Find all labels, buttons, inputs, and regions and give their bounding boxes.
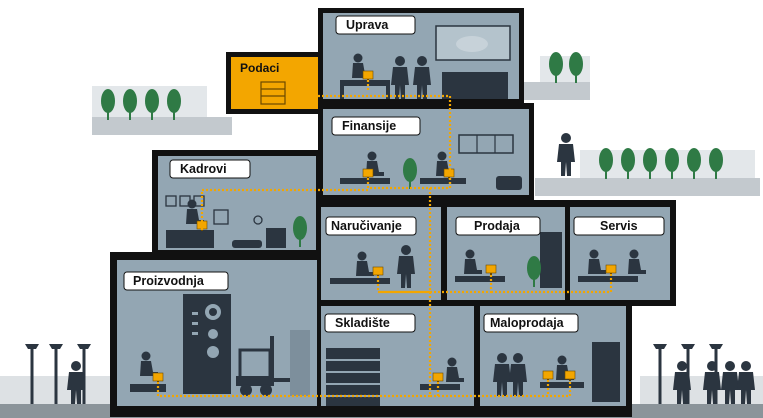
network-lines — [156, 80, 613, 398]
label-proizvodnja: Proizvodnja — [123, 271, 229, 291]
label-servis: Servis — [573, 216, 665, 236]
svg-text:Uprava: Uprava — [346, 18, 389, 32]
label-uprava: Uprava — [335, 15, 416, 35]
left-terrace — [92, 86, 232, 135]
svg-text:Naručivanje: Naručivanje — [331, 219, 402, 233]
right-lower-terrace — [535, 133, 760, 196]
svg-text:Finansije: Finansije — [342, 119, 396, 133]
data-center — [231, 57, 318, 109]
label-narucivanje: Naručivanje — [325, 216, 417, 236]
person-icon — [557, 133, 575, 176]
svg-text:Podaci: Podaci — [240, 61, 279, 75]
server-icon — [260, 81, 286, 105]
label-prodaja: Prodaja — [455, 216, 541, 236]
svg-text:Skladište: Skladište — [335, 316, 390, 330]
svg-text:Prodaja: Prodaja — [474, 219, 521, 233]
svg-text:Servis: Servis — [600, 219, 638, 233]
label-maloprodaja: Maloprodaja — [483, 313, 579, 333]
svg-text:Proizvodnja: Proizvodnja — [133, 274, 205, 288]
label-finansije: Finansije — [331, 116, 421, 136]
label-skladiste: Skladište — [324, 313, 416, 333]
label-podaci: Podaci — [240, 61, 279, 75]
svg-text:Maloprodaja: Maloprodaja — [490, 316, 565, 330]
right-upper-terrace — [520, 52, 590, 100]
forklift-icon — [236, 336, 292, 396]
svg-text:Kadrovi: Kadrovi — [180, 162, 227, 176]
label-kadrovi: Kadrovi — [169, 159, 251, 179]
